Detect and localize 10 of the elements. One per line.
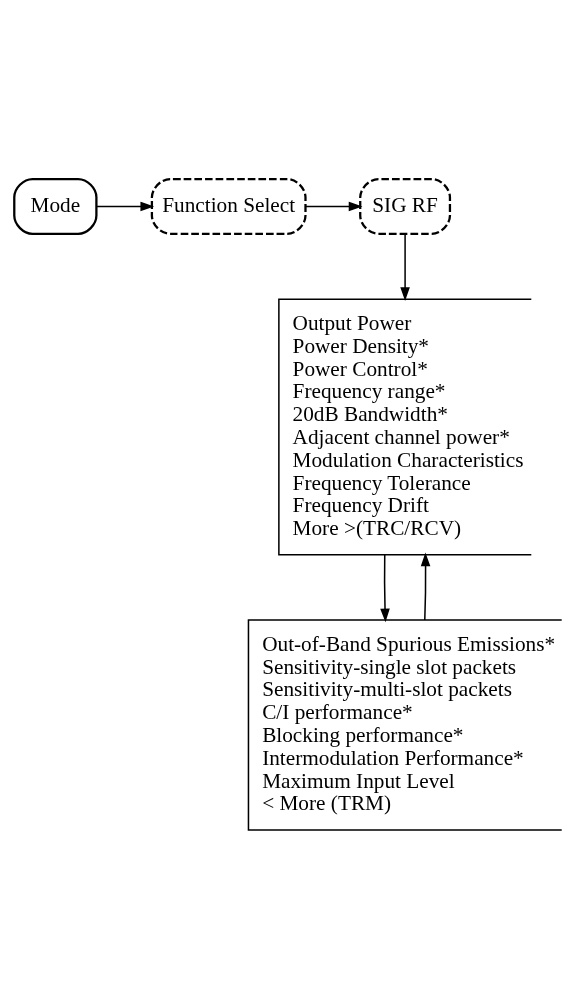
node-text: Output Power Power Density* Power Control* Frequency range* 20dB Bandwidth* Adjacent channel power* Modulation Characteristics Frequency Tolerance Frequency Drift More >(TRC/RCV) (292, 310, 524, 540)
arrow (380, 553, 390, 622)
node-box: Function Select (150, 177, 307, 235)
node-text: Out-of-Band Spurious Emissions* Sensitivity-single slot packets Sensitivity-multi-slot packets C/I performance* Blocking performance* Intermodulation Performance* Maximum Input Level < More (TRM) (262, 631, 556, 815)
arrow (420, 552, 431, 621)
arrow (400, 232, 410, 301)
arrow (305, 201, 363, 211)
arrow (95, 201, 155, 211)
node-box: Mode (13, 177, 98, 235)
node-box: SIG RF (359, 177, 452, 235)
